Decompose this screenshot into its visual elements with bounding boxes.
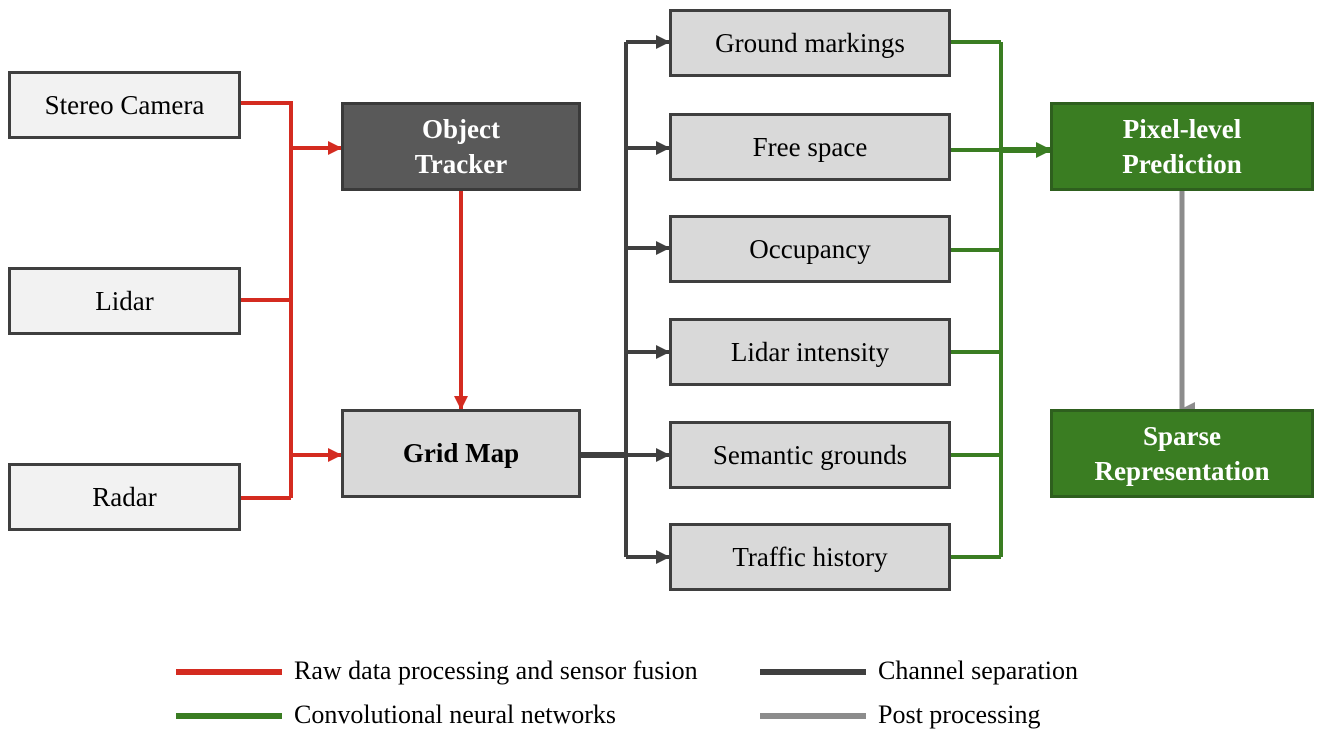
channel-occupancy: Occupancy [669, 215, 951, 283]
channel-separation-connectors [580, 35, 670, 564]
legend-label-green: Convolutional neural networks [294, 700, 617, 729]
channel-ground-markings: Ground markings [669, 9, 951, 77]
stereo-camera-connector [240, 101, 293, 498]
cnn-connectors [950, 40, 1052, 559]
sensor-fusion-connectors [240, 101, 468, 500]
grid-map-box: Grid Map [341, 409, 581, 498]
object-tracker-box: Object Tracker [341, 102, 581, 191]
channel-traffic-history: Traffic history [669, 523, 951, 591]
channel-free-space: Free space [669, 113, 951, 181]
pixel-prediction-line2: Prediction [1122, 148, 1242, 179]
pixel-level-prediction-box: Pixel-level Prediction [1050, 102, 1314, 191]
stereo-camera-box: Stereo Camera [8, 71, 241, 139]
legend-swatch-dark [760, 669, 866, 675]
object-tracker-line1: Object [422, 113, 500, 144]
legend-label-red: Raw data processing and sensor fusion [294, 656, 698, 685]
legend-label-gray: Post processing [878, 700, 1041, 729]
sparse-representation-box: Sparse Representation [1050, 409, 1314, 498]
channel-semantic-grounds: Semantic grounds [669, 421, 951, 489]
legend-swatch-red [176, 669, 282, 675]
legend-swatch-green [176, 713, 282, 719]
object-tracker-line2: Tracker [414, 148, 508, 179]
pixel-prediction-line1: Pixel-level [1122, 113, 1242, 144]
channel-lidar-intensity: Lidar intensity [669, 318, 951, 386]
lidar-box: Lidar [8, 267, 241, 335]
sparse-representation-line2: Representation [1094, 455, 1270, 486]
legend-swatch-gray [760, 713, 866, 719]
radar-box: Radar [8, 463, 241, 531]
legend-label-dark: Channel separation [878, 656, 1078, 685]
sparse-representation-line1: Sparse [1142, 420, 1221, 451]
